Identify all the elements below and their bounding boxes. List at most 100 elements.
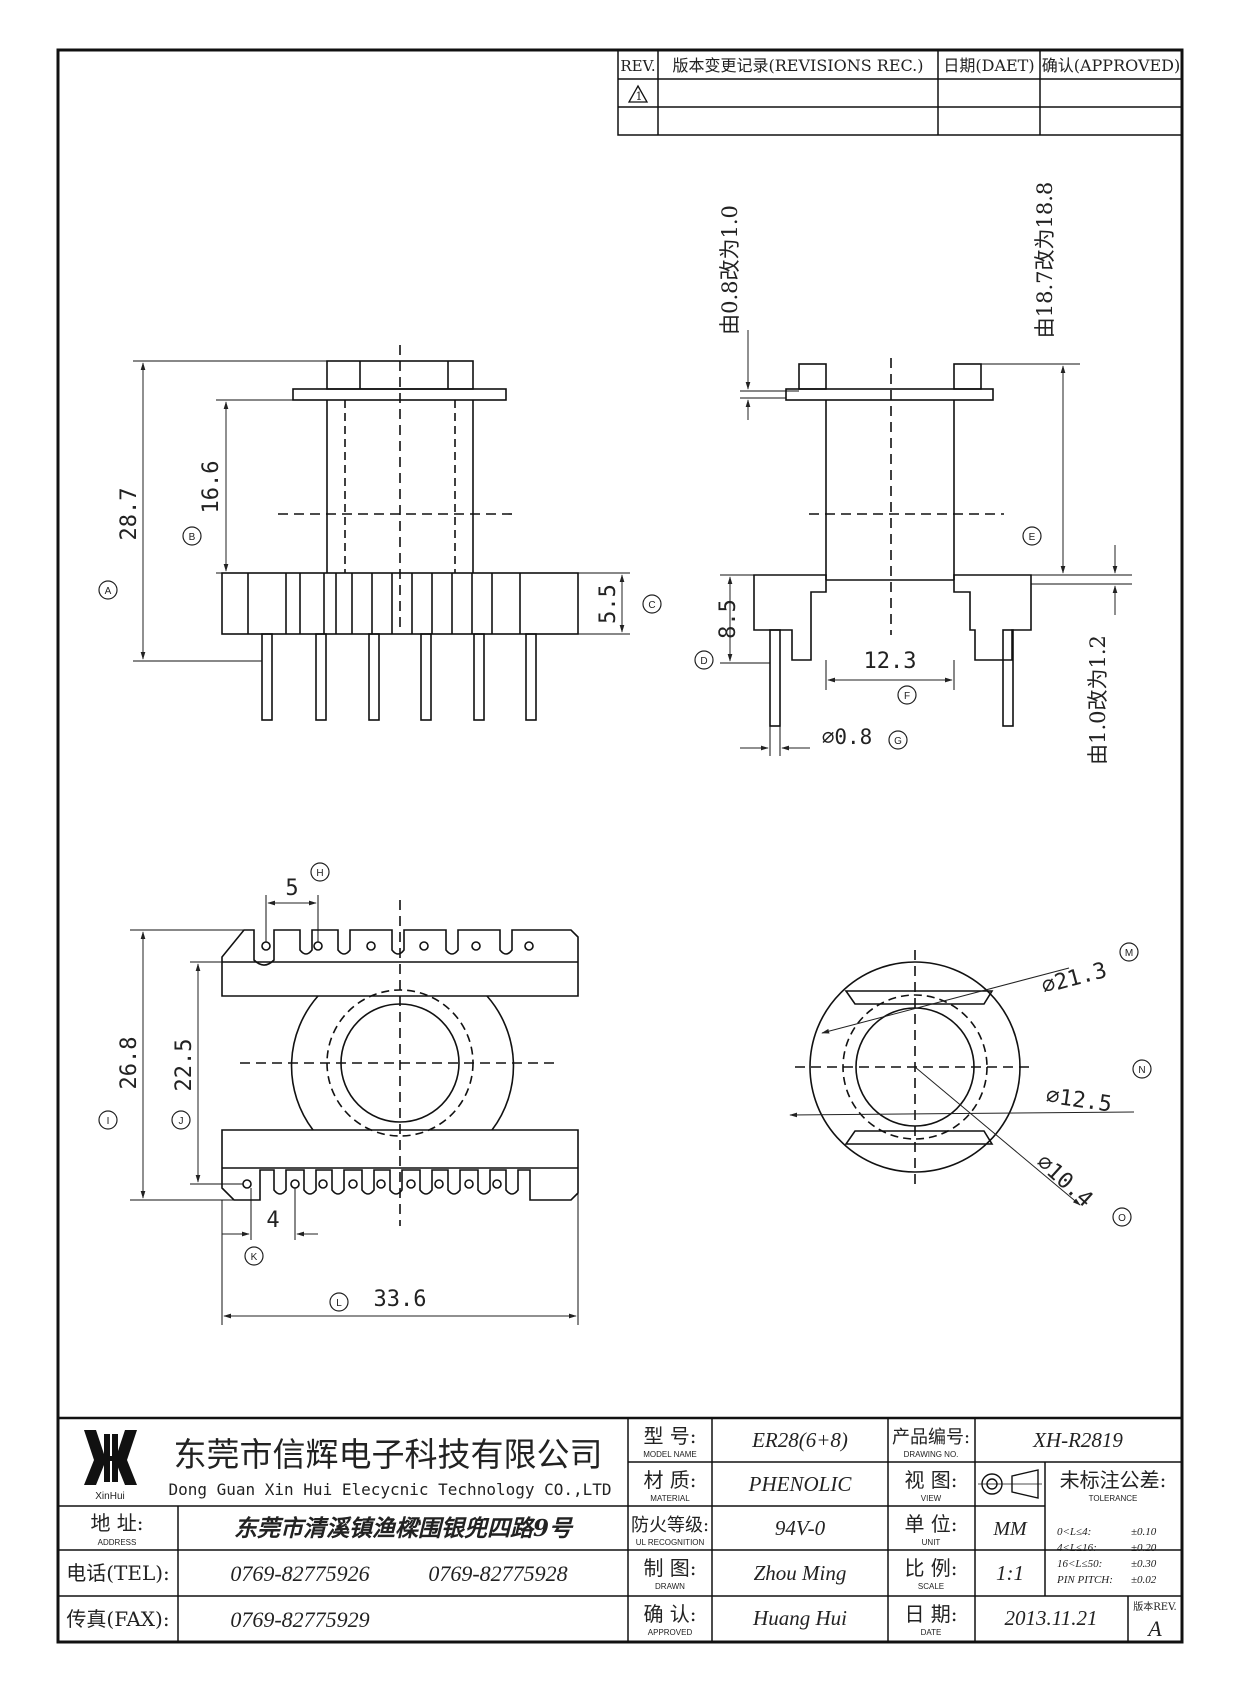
scale-label: 比 例: [904,1556,957,1580]
drawing-no-label: 产品编号: [892,1427,970,1448]
view-label-en: VIEW [921,1494,942,1503]
tel-value-1: 0769-82775926 [230,1561,369,1586]
ul-value: 94V-0 [775,1516,826,1540]
dim-core-width: 12.3 [864,649,917,674]
callout-d: D [694,650,714,670]
date-label: 日 期: [904,1602,957,1626]
svg-text:H: H [316,868,323,879]
company-name-cn: 东莞市信辉电子科技有限公司 [174,1435,603,1474]
fax-value: 0769-82775929 [230,1607,369,1632]
svg-text:G: G [894,736,902,747]
callout-e: E [1022,526,1042,546]
drawing-no-value: XH-R2819 [1032,1428,1123,1452]
side-view-dimensions [727,330,1118,751]
tolerance-title: 未标注公差: [1060,1468,1167,1492]
unit-label: 单 位: [904,1512,957,1536]
dim-upper-height: 16.6 [199,461,224,514]
dim-pin-diameter: ∅0.8 [822,725,873,749]
tolerance-range-3: 16<L≤50: [1057,1558,1102,1570]
tolerance-range-2: 4<L≤16: [1057,1542,1097,1554]
company-logo [84,1430,137,1485]
svg-text:F: F [904,691,910,702]
drawn-value: Zhou Ming [754,1561,847,1585]
rev-header: REV. [620,57,655,75]
section-view-dimensions [789,967,1135,1206]
front-view [133,345,630,721]
note-change-bottom-right: 由1.0改为1.2 [1086,635,1110,765]
svg-text:M: M [1125,948,1133,959]
callout-l: L [329,1292,349,1312]
callout-c: C [642,594,662,614]
svg-text:1: 1 [636,90,643,103]
material-label: 材 质: [643,1468,696,1492]
unit-value: MM [992,1518,1028,1540]
revision-date-header: 日期(DAET) [943,56,1034,75]
svg-text:D: D [700,656,707,667]
callout-a: A [98,580,118,600]
svg-text:E: E [1029,532,1036,543]
svg-text:J: J [179,1116,184,1127]
model-label: 型 号: [643,1424,696,1448]
callout-n: N [1132,1059,1152,1079]
company-name-en: Dong Guan Xin Hui Elecycnic Technology C… [168,1480,611,1499]
svg-text:L: L [336,1298,342,1309]
note-change-top-right: 由18.7改为18.8 [1033,182,1057,339]
drawing-border [56,48,1184,1644]
dim-total-height: 28.7 [117,488,142,541]
dim-section-inner: ∅10.4 [1031,1150,1097,1213]
address-label-en: ADDRESS [98,1538,137,1547]
dim-pin-pitch-bottom: 4 [266,1208,279,1233]
ul-label: 防火等级: [631,1515,709,1536]
scale-label-en: SCALE [918,1582,944,1591]
svg-text:O: O [1118,1213,1126,1224]
callout-g: G [888,730,908,750]
bottom-view-dimensions [140,900,577,1319]
tolerance-range-1: 0<L≤4: [1057,1526,1091,1538]
svg-text:C: C [648,600,655,611]
dim-base-height: 5.5 [596,584,621,624]
callout-m: M [1119,942,1139,962]
svg-text:A: A [105,586,112,597]
svg-text:B: B [189,532,196,543]
fax-label: 传真(FAX): [66,1607,169,1631]
view-label: 视 图: [904,1468,957,1492]
date-value: 2013.11.21 [1005,1606,1098,1630]
callout-k: K [244,1246,264,1266]
tolerance-value-2: ±0.20 [1131,1542,1157,1554]
revision-triangle-icon: 1 [627,84,649,103]
callout-h: H [310,862,330,882]
revisions-record-header: 版本变更记录(REVISIONS REC.) [672,56,923,75]
material-label-en: MATERIAL [650,1494,690,1503]
material-value: PHENOLIC [748,1472,853,1496]
tel-label: 电话(TEL): [66,1561,170,1585]
revision-table [617,49,1183,136]
rev-value: A [1146,1616,1162,1641]
side-view [720,358,1132,756]
approved-label-en: APPROVED [648,1628,693,1637]
note-change-top-left: 由0.8改为1.0 [718,205,742,335]
callout-i: I [98,1110,118,1130]
unit-label-en: UNIT [922,1538,941,1547]
callout-j: J [171,1110,191,1130]
drawn-label-en: DRAWN [655,1582,685,1591]
drawing-no-label-en: DRAWING NO. [904,1450,959,1459]
dim-inner-height: 22.5 [172,1039,197,1092]
scale-value: 1:1 [996,1561,1024,1585]
rev-label: 版本REV. [1133,1600,1176,1613]
svg-text:K: K [251,1252,258,1263]
dim-pin-pitch-top: 5 [285,876,298,901]
tolerance-value-4: ±0.02 [1131,1574,1157,1586]
bottom-view [130,895,579,1325]
tolerance-title-en: TOLERANCE [1089,1494,1138,1503]
dim-overall-width: 33.6 [374,1287,427,1312]
model-label-en: MODEL NAME [643,1450,697,1459]
tel-value-2: 0769-82775928 [428,1561,567,1586]
drawn-label: 制 图: [643,1556,696,1580]
callout-f: F [897,685,917,705]
approved-value: Huang Hui [752,1606,847,1630]
tolerance-value-3: ±0.30 [1131,1558,1157,1570]
title-block-grid [58,1416,1182,1642]
svg-text:I: I [107,1116,110,1127]
projection-symbol-icon [978,1469,1042,1499]
